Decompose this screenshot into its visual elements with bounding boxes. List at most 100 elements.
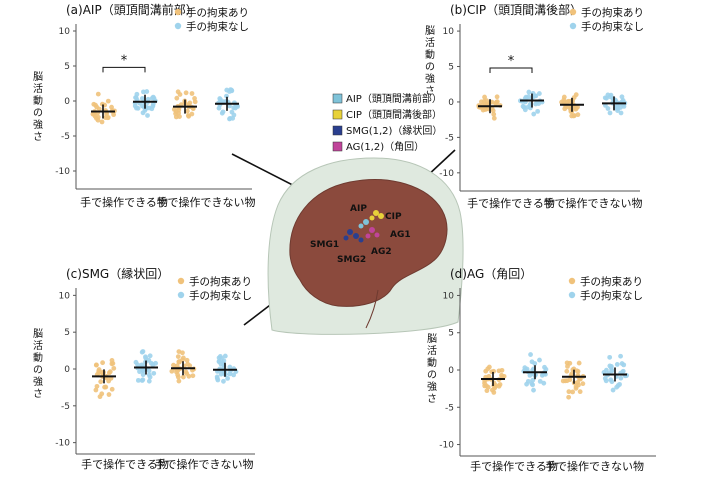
region-smg — [343, 229, 364, 243]
data-point — [496, 368, 502, 374]
legend-label: 手の拘束あり — [189, 275, 252, 288]
category-label: 手で操作できる物 — [80, 195, 168, 209]
data-point — [567, 377, 573, 383]
significance-bracket — [102, 66, 146, 73]
data-point — [614, 384, 620, 390]
data-point — [176, 359, 182, 365]
data-point — [183, 369, 189, 375]
category-label: 手で操作できる物 — [81, 457, 169, 471]
legend-marker — [174, 22, 182, 30]
y-axis-label-char: さ — [33, 131, 43, 143]
data-point — [135, 377, 141, 383]
data-point — [149, 95, 155, 101]
data-point — [106, 392, 112, 397]
data-point — [109, 386, 115, 392]
data-point — [133, 95, 138, 100]
category-label: 手で操作できない物 — [157, 195, 256, 209]
data-point — [104, 111, 109, 117]
data-point — [605, 106, 611, 111]
legend-marker — [569, 8, 577, 16]
data-point — [229, 87, 234, 93]
y-axis-label-char: 脳 — [33, 71, 43, 83]
data-point — [224, 87, 230, 93]
data-point — [566, 394, 572, 400]
data-point — [93, 387, 99, 393]
data-point — [537, 357, 542, 363]
data-point — [185, 113, 191, 119]
legend-label: 手の拘束なし — [580, 289, 643, 302]
y-axis-label-char: 活 — [33, 83, 43, 95]
data-point — [576, 360, 582, 366]
data-point — [184, 108, 190, 114]
data-point — [536, 91, 542, 96]
data-point — [602, 376, 608, 381]
y-axis-label-char: 活 — [427, 345, 437, 357]
data-point — [575, 112, 581, 118]
data-point — [614, 362, 620, 367]
data-point — [528, 352, 533, 357]
data-point — [171, 362, 176, 368]
data-point — [175, 89, 181, 95]
data-point — [94, 383, 100, 389]
y-axis-label-char: の — [33, 365, 43, 376]
data-point — [489, 387, 495, 393]
data-point — [227, 115, 233, 121]
data-point — [173, 109, 179, 114]
data-point — [145, 113, 150, 118]
data-point — [481, 98, 487, 104]
data-point — [189, 91, 195, 96]
data-point — [180, 374, 186, 380]
data-point — [180, 350, 185, 356]
panel-title: (b)CIP（頭頂間溝後部） — [450, 2, 582, 17]
data-point — [618, 375, 624, 381]
data-point — [573, 385, 579, 391]
key-label-cip: CIP（頭頂間溝後部） — [346, 108, 442, 121]
data-point — [111, 112, 117, 118]
data-point — [571, 113, 577, 119]
data-point — [227, 371, 233, 377]
y-tick-label: -10 — [439, 441, 454, 451]
y-tick-label: -5 — [445, 403, 454, 413]
key-swatch-cip — [332, 109, 343, 120]
y-tick-label: 0 — [64, 97, 70, 107]
data-point — [216, 359, 222, 364]
y-axis-label-char: 動 — [425, 48, 435, 61]
data-point — [604, 367, 609, 373]
data-point — [105, 98, 111, 104]
data-point — [564, 360, 570, 366]
data-point — [605, 92, 611, 98]
data-point — [570, 389, 576, 395]
legend-label: 手の拘束なし — [186, 20, 249, 33]
y-tick-label: 0 — [448, 366, 454, 376]
data-point — [493, 382, 498, 388]
y-axis-label-char: さ — [427, 393, 437, 405]
data-point — [489, 99, 495, 105]
data-point — [608, 377, 614, 383]
y-axis-label-char: の — [425, 62, 435, 73]
data-point — [531, 387, 536, 393]
data-point — [183, 90, 189, 96]
data-point — [490, 108, 496, 114]
y-tick-label: -10 — [55, 167, 70, 177]
chart-panel-1: 1050-5-10(b)CIP（頭頂間溝後部）手の拘束あり手の拘束なし脳活動の強… — [425, 2, 644, 210]
legend-label: 手の拘束あり — [581, 6, 644, 19]
key-swatch-aip — [332, 93, 343, 104]
data-point — [618, 353, 623, 359]
significance-bracket — [489, 67, 533, 73]
data-point — [482, 383, 488, 389]
brain-label-smg2: SMG2 — [337, 255, 366, 265]
legend-label: 手の拘束あり — [186, 6, 249, 19]
data-point — [221, 378, 226, 384]
data-point — [525, 104, 531, 110]
data-point — [537, 378, 543, 384]
y-axis-label-char: 脳 — [33, 328, 43, 340]
y-tick-label: 5 — [448, 329, 454, 339]
data-point — [486, 364, 492, 370]
region-aip — [358, 219, 369, 229]
data-point — [184, 357, 190, 363]
y-tick-label: 10 — [59, 291, 71, 301]
data-point — [541, 380, 547, 386]
chart-panel-2: 1050-5-10(c)SMG（縁状回）手の拘束あり手の拘束なし脳活動の強さ手で… — [33, 266, 255, 471]
data-point — [231, 372, 237, 378]
